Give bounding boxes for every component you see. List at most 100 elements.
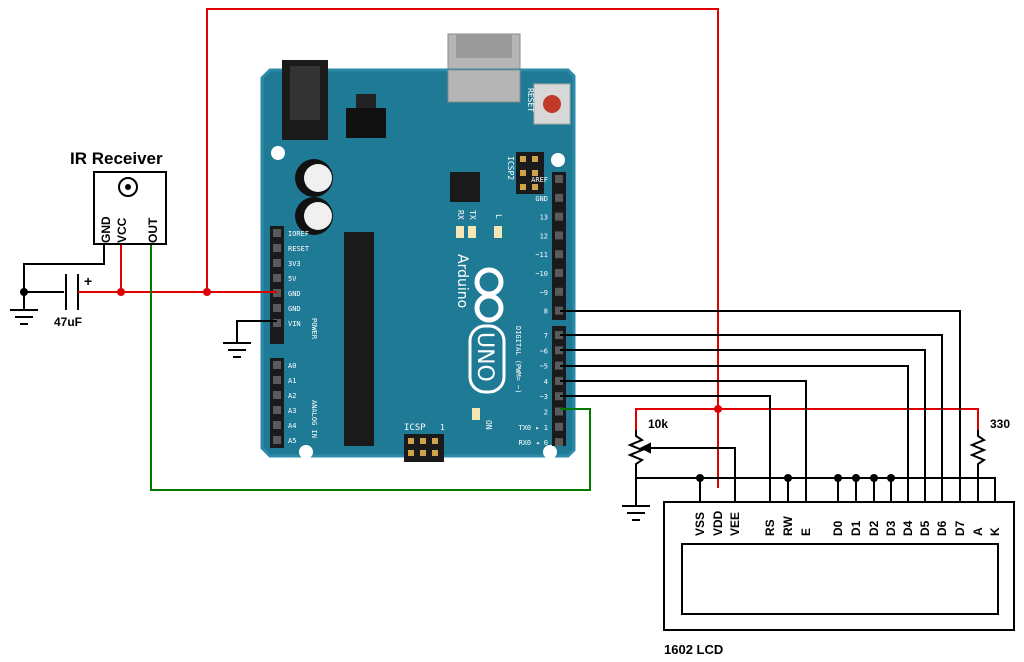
lcd-pin-rw: RW [781,516,795,536]
wire-ir-gnd [23,244,105,310]
header-pin [273,304,281,312]
lcd-pin-vdd: VDD [711,510,725,536]
reset-label: RESET [526,88,535,112]
pin-label: IOREF [288,230,309,238]
pin-label: 4 [544,378,548,386]
header-pin [555,193,563,202]
header-pin [555,175,563,183]
header-pin [273,229,281,237]
lcd-name: 1602 LCD [664,642,723,657]
pin-label: ~6 [540,347,548,355]
header-pin [555,422,563,431]
header-pin [555,306,563,315]
analog-header [270,358,284,448]
board-body [260,68,576,458]
resistor [969,430,987,502]
ground-symbol [10,309,38,325]
ir-pin-vcc: VCC [115,217,129,243]
wire-5v-top [206,8,719,488]
mounting-hole [299,445,313,459]
on-label: ON [484,420,493,430]
pin-label: ~9 [540,289,548,297]
atmega-chip [344,232,374,446]
ir-receiver: IR Receiver GND VCC OUT [70,149,167,245]
pin-label: VIN [288,320,301,328]
header-pin [555,287,563,296]
header-pin [555,438,563,447]
header-pin [273,361,281,369]
capacitor-polarity: + [84,273,92,289]
digital-header-lower [552,326,566,446]
ground-symbol [223,342,251,358]
header-pin [273,391,281,399]
arduino-brand: Arduino [454,254,470,308]
pin-label: A2 [288,392,296,400]
pin-label: AREF [531,176,548,184]
header-pin [555,361,563,370]
wire-d6-d5 [560,349,926,502]
pin-label: 2 [544,409,548,417]
header-pin [273,376,281,384]
lcd-pin-e: E [799,528,813,536]
pin-label: A3 [288,407,296,415]
icsp-label: ICSP [404,423,426,433]
header-pin [555,269,563,277]
lcd-pin-d0: D0 [831,520,845,536]
pin-label: A0 [288,362,296,370]
rx-label: RX [456,210,465,220]
voltage-regulator [346,108,386,138]
arduino-model: UNO [472,332,497,382]
lcd-pin-a: A [971,527,985,536]
wire-d4-e [560,380,807,502]
mounting-hole [543,445,557,459]
pin-label: RX0 ◂ 0 [518,439,548,447]
lcd-pin-k: K [988,527,1002,536]
lcd-pin-d5: D5 [918,520,932,536]
pin-label: TX0 ▸ 1 [518,424,548,432]
lcd-pin-vee: VEE [728,512,742,536]
header-pin [555,331,563,339]
resistor-label: 330 [990,417,1010,431]
digital-header-label: DIGITAL (PWM= ~) [514,326,522,393]
header-pin [273,436,281,444]
potentiometer [627,430,651,466]
wire-d3-rs [560,395,771,502]
lcd-pin-d4: D4 [901,520,915,536]
header-pin [273,244,281,252]
pin-label: 5V [288,275,297,283]
mounting-hole [551,153,565,167]
header-pin [555,231,563,240]
capacitor: + 47uF [54,273,121,329]
header-pin [555,407,563,416]
wire-d8-d7 [560,310,961,502]
header-pin [555,376,563,385]
potentiometer-label: 10k [648,417,668,431]
tx-label: TX [468,210,477,220]
header-pin [555,212,563,221]
junctions [20,288,895,482]
pin-label: 12 [540,232,548,240]
header-pin [273,259,281,267]
wire-d7-d6 [560,334,943,502]
wire-arduino-gnd [236,320,277,343]
pin-label: GND [288,290,301,298]
lcd-pin-d3: D3 [884,520,898,536]
pin-label: A4 [288,422,296,430]
header-pin [273,319,281,327]
header-pin [273,421,281,429]
header-pin [273,406,281,414]
arduino-board: RESET ICSP2 TX RX L Arduino UNO [260,33,576,462]
ir-pin-gnd: GND [99,216,113,243]
header-pin [555,392,563,401]
pin-label: 7 [544,332,548,340]
pin-label: ~10 [535,270,548,278]
lcd-pin-vss: VSS [693,512,707,536]
icsp2-label: ICSP2 [506,156,515,180]
lcd-pin-d1: D1 [849,520,863,536]
power-header [270,226,284,344]
pin-label: GND [288,305,301,313]
pin-label: ~11 [535,251,548,259]
lcd-pin-rs: RS [763,519,777,536]
wire-lcd-d-bus [837,478,892,502]
